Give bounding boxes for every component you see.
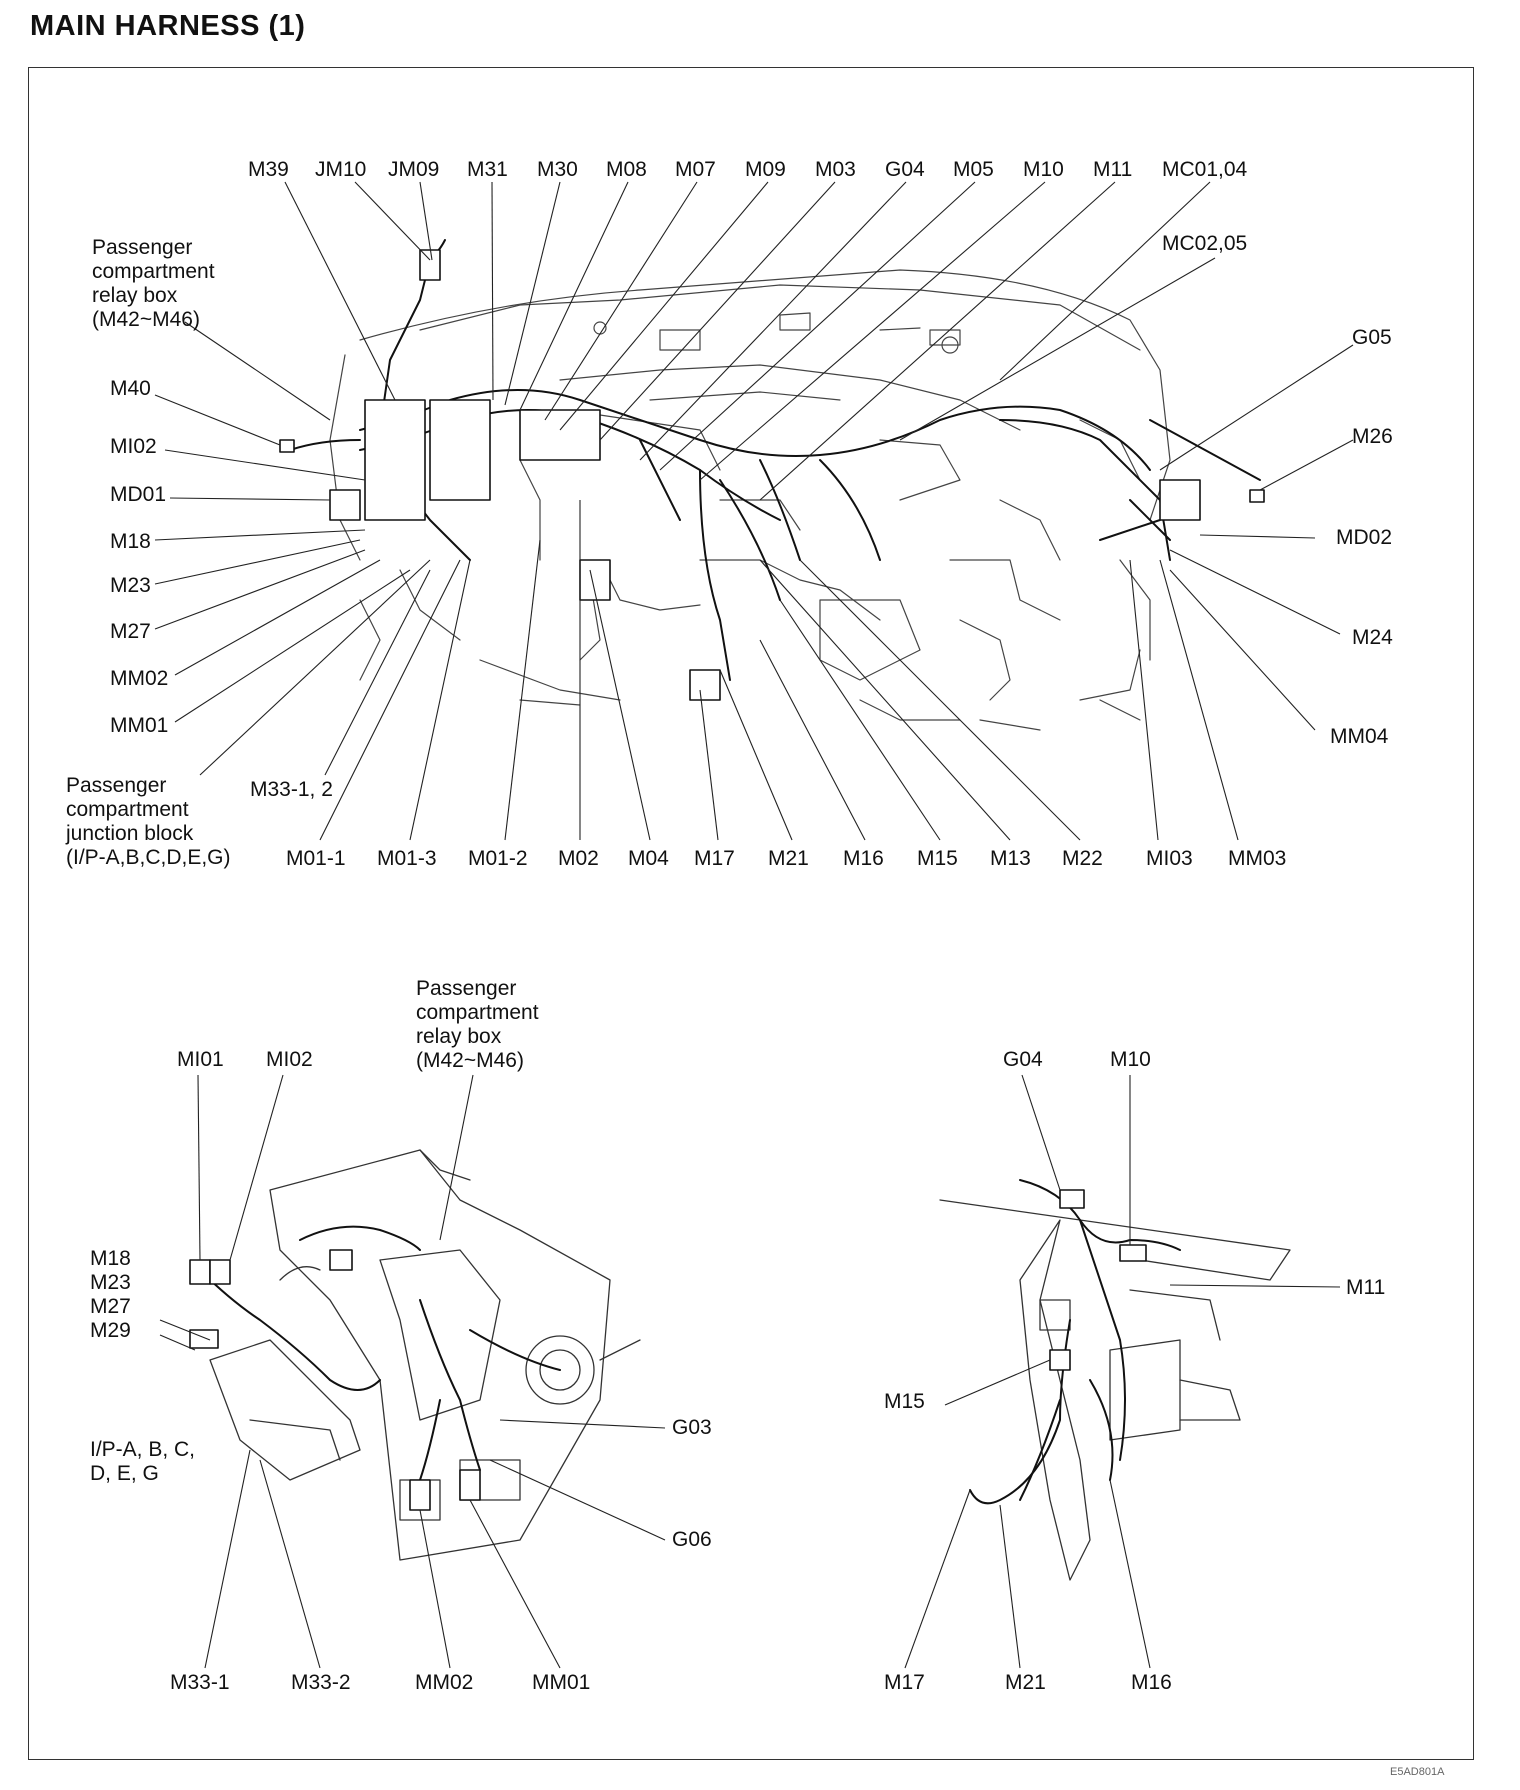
harness-bundle-detail-left <box>199 1225 561 1481</box>
callout-m11-detail: M11 <box>1346 1276 1386 1299</box>
callout-m15-top: M15 <box>917 847 958 870</box>
callout-g03: G03 <box>672 1416 712 1439</box>
callout-m10-detail: M10 <box>1110 1048 1151 1071</box>
callout-relay-box-top: Passenger compartment relay box (M42~M46… <box>92 236 215 331</box>
callout-g04: G04 <box>885 158 925 181</box>
callout-g05: G05 <box>1352 326 1392 349</box>
diagram-frame <box>28 67 1474 1760</box>
callout-g06: G06 <box>672 1528 712 1551</box>
callout-m31: M31 <box>467 158 508 181</box>
leader-lines <box>154 181 1354 1669</box>
callout-junction-block: Passenger compartment junction block (I/… <box>66 774 231 869</box>
callout-m16-detail: M16 <box>1131 1671 1172 1694</box>
callout-m33-2: M33-2 <box>291 1671 351 1694</box>
callout-relay-box-detail: Passenger compartment relay box (M42~M46… <box>416 977 539 1072</box>
callout-m10: M10 <box>1023 158 1064 181</box>
callout-m01-1: M01-1 <box>286 847 346 870</box>
harness-bundle-detail-right <box>969 1179 1181 1505</box>
callout-m26: M26 <box>1352 425 1393 448</box>
callout-m23-top: M23 <box>110 574 151 597</box>
callout-m01-3: M01-3 <box>377 847 437 870</box>
callout-mm01-top: MM01 <box>110 714 169 737</box>
callout-mc02-05: MC02,05 <box>1162 232 1248 255</box>
connector-blocks-top <box>279 249 1265 701</box>
callout-m39: M39 <box>248 158 289 181</box>
callout-mi01: MI01 <box>177 1048 224 1071</box>
callout-m09: M09 <box>745 158 786 181</box>
callout-m21-top: M21 <box>768 847 809 870</box>
callout-m27-top: M27 <box>110 620 151 643</box>
callout-m33-1-2: M33-1, 2 <box>250 778 333 801</box>
callout-mm02-detail: MM02 <box>415 1671 474 1694</box>
callout-m16-top: M16 <box>843 847 884 870</box>
callout-m24: M24 <box>1352 626 1393 649</box>
callout-m22: M22 <box>1062 847 1103 870</box>
callout-m33-1: M33-1 <box>170 1671 230 1694</box>
callout-m05: M05 <box>953 158 994 181</box>
callout-m11: M11 <box>1093 158 1133 181</box>
callout-m08: M08 <box>606 158 647 181</box>
callout-g04-detail: G04 <box>1003 1048 1043 1071</box>
callout-jm09: JM09 <box>388 158 440 181</box>
callout-m18-top: M18 <box>110 530 151 553</box>
callout-m07: M07 <box>675 158 716 181</box>
callout-m30: M30 <box>537 158 578 181</box>
callout-mi03: MI03 <box>1146 847 1193 870</box>
callout-m15-detail: M15 <box>884 1390 925 1413</box>
dashboard-structure <box>329 269 1171 731</box>
callout-ip-block: I/P-A, B, C, D, E, G <box>90 1438 196 1485</box>
callout-m03: M03 <box>815 158 856 181</box>
figure-code: E5AD801A <box>1390 1766 1445 1778</box>
callout-mm03: MM03 <box>1228 847 1287 870</box>
detail-right-structure <box>939 1199 1291 1581</box>
callout-m02: M02 <box>558 847 599 870</box>
callout-mi02-top: MI02 <box>110 435 157 458</box>
callout-mc01-04: MC01,04 <box>1162 158 1248 181</box>
callout-m13: M13 <box>990 847 1031 870</box>
callout-mm04: MM04 <box>1330 725 1389 748</box>
callout-m17-top: M17 <box>694 847 735 870</box>
callout-m04: M04 <box>628 847 669 870</box>
callout-m01-2: M01-2 <box>468 847 528 870</box>
connector-blocks-detail-left <box>189 1249 481 1511</box>
connector-blocks-detail-right <box>1049 1189 1147 1371</box>
detail-left-structure <box>209 1149 641 1561</box>
callout-m17-detail: M17 <box>884 1671 925 1694</box>
callout-connector-group: M18 M23 M27 M29 <box>90 1247 131 1342</box>
callout-mm01-detail: MM01 <box>532 1671 591 1694</box>
callout-md02: MD02 <box>1336 526 1393 549</box>
callout-mi02-detail: MI02 <box>266 1048 313 1071</box>
callout-jm10: JM10 <box>315 158 367 181</box>
callout-mm02-top: MM02 <box>110 667 169 690</box>
callout-m40: M40 <box>110 377 151 400</box>
callout-m21-detail: M21 <box>1005 1671 1046 1694</box>
page-title: MAIN HARNESS (1) <box>30 10 306 42</box>
callout-md01: MD01 <box>110 483 167 506</box>
